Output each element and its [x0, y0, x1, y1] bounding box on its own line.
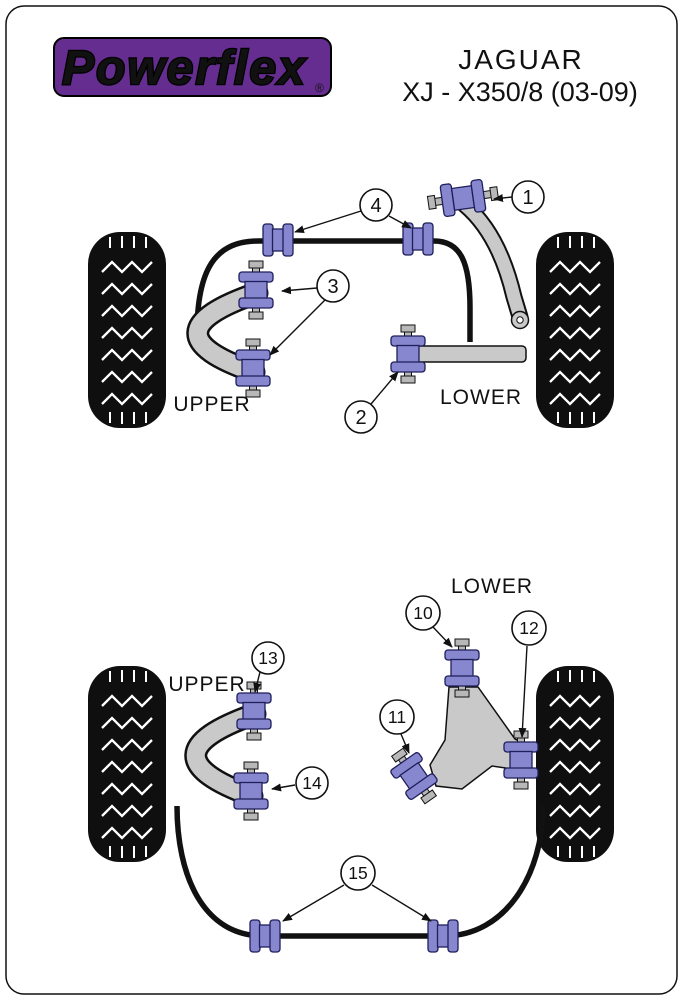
callout-13: 13 — [251, 641, 285, 675]
callout-14: 14 — [295, 766, 329, 800]
rear-upper-label: UPPER — [168, 673, 245, 696]
callout-4-arrow-right — [388, 215, 412, 229]
rear-right-tire — [534, 664, 616, 864]
rear-left-tire — [86, 664, 168, 864]
callout-14-arrow — [271, 783, 296, 792]
callout-15-arrow-left — [282, 884, 345, 922]
front-anti-roll-bar — [194, 238, 473, 342]
logo-background — [53, 37, 332, 97]
logo-wordmark: Powerflex — [62, 42, 307, 95]
callout-13-arrow — [253, 671, 262, 693]
header: Powerflex ® JAGUAR XJ - X350/8 (03-09) — [53, 37, 638, 107]
front-upper-link-arm — [456, 196, 530, 330]
callout-11-number: 11 — [388, 707, 406, 727]
vehicle-model: XJ - X350/8 (03-09) — [402, 77, 638, 107]
front-suspension-diagram: UPPER LOWER 4 1 3 2 — [86, 176, 616, 434]
callout-1: 1 — [511, 180, 545, 214]
callout-4: 4 — [359, 188, 393, 222]
callout-11-arrow — [400, 733, 410, 754]
rear-lower-knuckle — [429, 686, 526, 790]
callout-13-number: 13 — [258, 648, 277, 668]
rear-suspension-diagram: LOWER UPPER 10 12 11 13 14 — [86, 575, 616, 953]
callout-3: 3 — [316, 269, 350, 303]
callout-2: 2 — [344, 400, 378, 434]
callout-10-number: 10 — [413, 603, 433, 623]
logo-registered-mark: ® — [315, 81, 324, 95]
vehicle-make: JAGUAR — [458, 44, 584, 75]
callout-11: 11 — [379, 699, 415, 735]
link-arm-eyelet-hole — [516, 316, 524, 324]
front-lower-arm — [409, 345, 527, 363]
callout-10-arrow — [432, 626, 453, 648]
callout-2-number: 2 — [355, 407, 366, 429]
front-arb-bushing-left — [262, 223, 294, 257]
rear-anti-roll-bar — [174, 805, 546, 939]
rear-arb-bushing-right — [427, 919, 459, 953]
callout-3-arrow-top — [281, 286, 318, 295]
callout-14-number: 14 — [302, 773, 322, 793]
callout-3-number: 3 — [327, 276, 338, 298]
callout-1-arrow — [493, 194, 513, 202]
callout-4-arrow-left — [294, 210, 362, 234]
front-upper-wishbone — [186, 281, 269, 384]
front-arb-bushing-right — [402, 222, 434, 256]
front-lower-label: LOWER — [440, 386, 522, 409]
front-right-tire — [534, 230, 616, 430]
callout-4-number: 4 — [370, 195, 381, 217]
callout-3-arrow-bottom — [269, 299, 326, 356]
front-left-tire — [86, 230, 168, 430]
callout-12: 12 — [511, 610, 547, 646]
powerflex-logo: Powerflex ® — [53, 37, 332, 97]
rear-arb-bushing-left — [249, 919, 281, 953]
callout-15-arrow-right — [371, 884, 432, 922]
callout-12-number: 12 — [519, 618, 538, 638]
rear-upper-wishbone — [184, 702, 267, 808]
front-upper-label: UPPER — [173, 393, 250, 416]
callout-2-arrow — [370, 371, 399, 405]
callout-15: 15 — [340, 855, 376, 891]
callout-12-arrow — [518, 645, 528, 738]
rear-lower-label: LOWER — [451, 575, 533, 598]
callout-1-number: 1 — [522, 187, 533, 209]
callout-10: 10 — [405, 595, 441, 631]
callout-15-number: 15 — [348, 863, 367, 883]
